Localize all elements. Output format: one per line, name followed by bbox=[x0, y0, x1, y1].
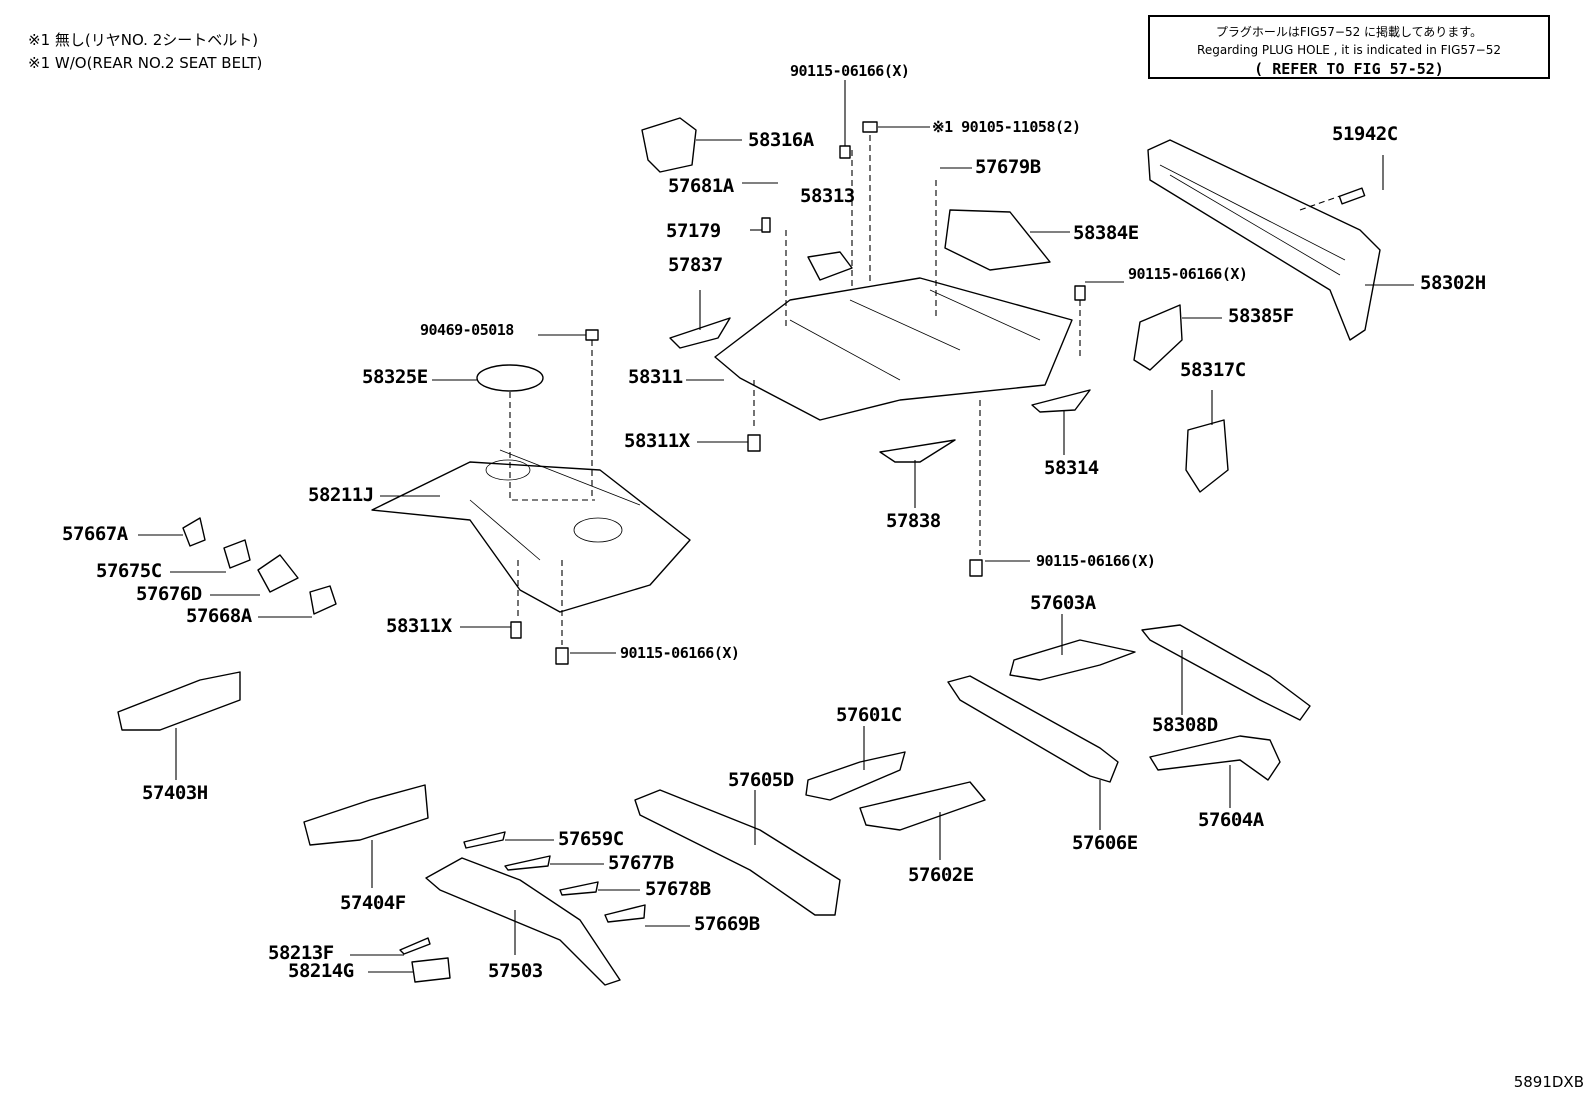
member-57404F-part bbox=[303, 784, 429, 846]
member-57606E-part bbox=[947, 675, 1119, 783]
bracket-58316A-part bbox=[641, 117, 697, 173]
bracket-57838-part bbox=[879, 439, 956, 463]
part-label-57675C[interactable]: 57675C bbox=[96, 560, 162, 582]
part-label-58302H[interactable]: 58302H bbox=[1420, 272, 1486, 294]
part-label-58211J[interactable]: 58211J bbox=[308, 484, 374, 506]
part-label-58325E[interactable]: 58325E bbox=[362, 366, 428, 388]
bracket-58385F-part bbox=[1133, 304, 1183, 371]
part-label-58213F[interactable]: 58213F bbox=[268, 942, 334, 964]
part-label-57659C[interactable]: 57659C bbox=[558, 828, 624, 850]
strip-57659C-part bbox=[463, 831, 506, 849]
bracket-57676D-part bbox=[257, 554, 299, 593]
part-label-57678B[interactable]: 57678B bbox=[645, 878, 711, 900]
reference-box: プラグホールはFIG57−52 に掲載してあります。 Regarding PLU… bbox=[1148, 15, 1550, 79]
bracket-58314-part bbox=[1031, 389, 1091, 413]
bracket-58384E-part bbox=[944, 209, 1051, 271]
part-label-90115-top[interactable]: 90115-06166(X) bbox=[790, 62, 910, 80]
bracket-57837-part bbox=[669, 317, 731, 349]
part-label-57503[interactable]: 57503 bbox=[488, 960, 543, 982]
plug-58325E-part bbox=[476, 364, 544, 392]
member-57601C-part bbox=[805, 751, 906, 801]
part-label-57837[interactable]: 57837 bbox=[668, 254, 723, 276]
member-57503-part bbox=[425, 857, 621, 986]
center-floor-pan-part bbox=[714, 277, 1073, 421]
part-label-58317C[interactable]: 58317C bbox=[1180, 359, 1246, 381]
part-label-57404F[interactable]: 57404F bbox=[340, 892, 406, 914]
part-label-57602E[interactable]: 57602E bbox=[908, 864, 974, 886]
part-label-58316A[interactable]: 58316A bbox=[748, 129, 814, 151]
reference-line-2: Regarding PLUG HOLE , it is indicated in… bbox=[1197, 43, 1501, 57]
strip-58213F-part bbox=[399, 937, 431, 955]
note-line-2: ※1 W/O(REAR NO.2 SEAT BELT) bbox=[28, 54, 263, 72]
part-label-58314[interactable]: 58314 bbox=[1044, 457, 1099, 479]
rear-floor-pan-part bbox=[371, 449, 691, 613]
bracket-57675C-part bbox=[223, 539, 251, 569]
part-label-58385F[interactable]: 58385F bbox=[1228, 305, 1294, 327]
member-57603A-part bbox=[1009, 639, 1136, 681]
part-label-90105[interactable]: ※1 90105-11058(2) bbox=[932, 118, 1081, 136]
part-label-57681A[interactable]: 57681A bbox=[668, 175, 734, 197]
bracket-57668A-part bbox=[309, 585, 337, 615]
part-label-58384E[interactable]: 58384E bbox=[1073, 222, 1139, 244]
strip-58214G-part bbox=[411, 957, 451, 983]
bracket-58317C-part bbox=[1185, 419, 1229, 493]
part-label-58311X-a[interactable]: 58311X bbox=[624, 430, 690, 452]
part-label-57668A[interactable]: 57668A bbox=[186, 605, 252, 627]
leader-lines bbox=[138, 126, 1414, 973]
member-57604A-part bbox=[1149, 735, 1281, 781]
part-label-57601C[interactable]: 57601C bbox=[836, 704, 902, 726]
part-label-57677B[interactable]: 57677B bbox=[608, 852, 674, 874]
part-label-57676D[interactable]: 57676D bbox=[136, 583, 202, 605]
part-label-58214G[interactable]: 58214G bbox=[288, 960, 354, 982]
assembly-lines bbox=[509, 135, 1341, 645]
part-label-51942C[interactable]: 51942C bbox=[1332, 123, 1398, 145]
part-label-57838[interactable]: 57838 bbox=[886, 510, 941, 532]
member-57403H-part bbox=[117, 671, 241, 731]
part-label-57403H[interactable]: 57403H bbox=[142, 782, 208, 804]
part-label-58311X-b[interactable]: 58311X bbox=[386, 615, 452, 637]
part-label-57603A[interactable]: 57603A bbox=[1030, 592, 1096, 614]
bracket-58313-part bbox=[807, 251, 853, 281]
part-label-58308D[interactable]: 58308D bbox=[1152, 714, 1218, 736]
reference-link[interactable]: ( REFER TO FIG 57-52) bbox=[1254, 60, 1444, 78]
part-label-57604A[interactable]: 57604A bbox=[1198, 809, 1264, 831]
part-label-57679B[interactable]: 57679B bbox=[975, 156, 1041, 178]
note-line-1: ※1 無し(リヤNO. 2シートベルト) bbox=[28, 31, 259, 49]
part-label-90469[interactable]: 90469-05018 bbox=[420, 321, 514, 339]
part-label-58313[interactable]: 58313 bbox=[800, 185, 855, 207]
part-label-57179[interactable]: 57179 bbox=[666, 220, 721, 242]
member-58308D-part bbox=[1141, 624, 1311, 721]
figure-code: 5891DXB bbox=[1513, 1073, 1584, 1091]
strip-57677B-part bbox=[504, 855, 551, 871]
part-label-90115-right[interactable]: 90115-06166(X) bbox=[1036, 552, 1156, 570]
strip-57669B-part bbox=[604, 904, 646, 923]
part-label-57606E[interactable]: 57606E bbox=[1072, 832, 1138, 854]
part-label-58311[interactable]: 58311 bbox=[628, 366, 683, 388]
member-57602E-part bbox=[859, 781, 986, 831]
rear-cross-member-part bbox=[1147, 139, 1381, 341]
member-57605D-part bbox=[634, 789, 841, 916]
reference-line-1: プラグホールはFIG57−52 に掲載してあります。 bbox=[1215, 25, 1483, 39]
part-label-90115-low[interactable]: 90115-06166(X) bbox=[620, 644, 740, 662]
part-label-57667A[interactable]: 57667A bbox=[62, 523, 128, 545]
part-label-57605D[interactable]: 57605D bbox=[728, 769, 794, 791]
bolt-icons bbox=[510, 80, 1366, 665]
bracket-57667A-part bbox=[182, 517, 206, 547]
part-label-57669B[interactable]: 57669B bbox=[694, 913, 760, 935]
strip-57678B-part bbox=[559, 881, 599, 896]
part-label-90115-mid[interactable]: 90115-06166(X) bbox=[1128, 265, 1248, 283]
